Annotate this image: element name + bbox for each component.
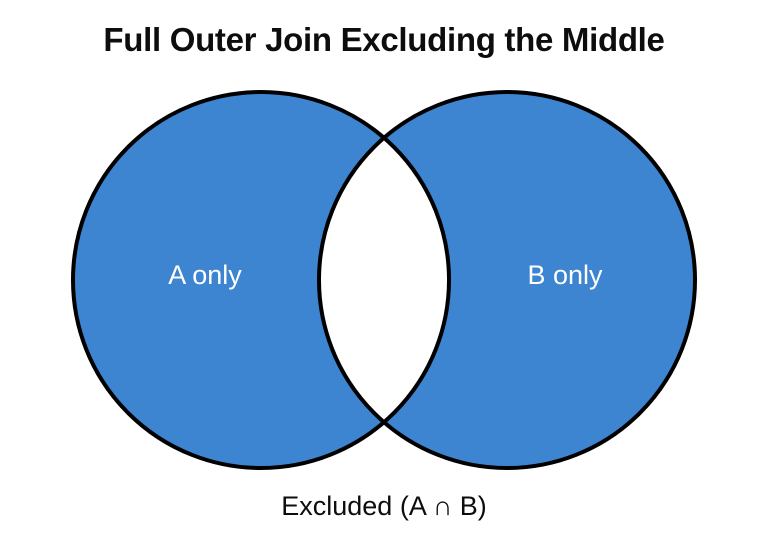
circle-a-outline	[71, 90, 451, 470]
set-b-label: B only	[527, 260, 603, 290]
venn-svg: A only B only	[71, 90, 697, 470]
set-a-label: A only	[168, 260, 242, 290]
venn-diagram-figure: A only B only	[0, 80, 768, 480]
diagram-caption: Excluded (A ∩ B)	[281, 491, 487, 521]
circle-b-outline	[317, 90, 697, 470]
page-title: Full Outer Join Excluding the Middle	[103, 21, 665, 58]
region-intersection-fill	[319, 92, 449, 468]
